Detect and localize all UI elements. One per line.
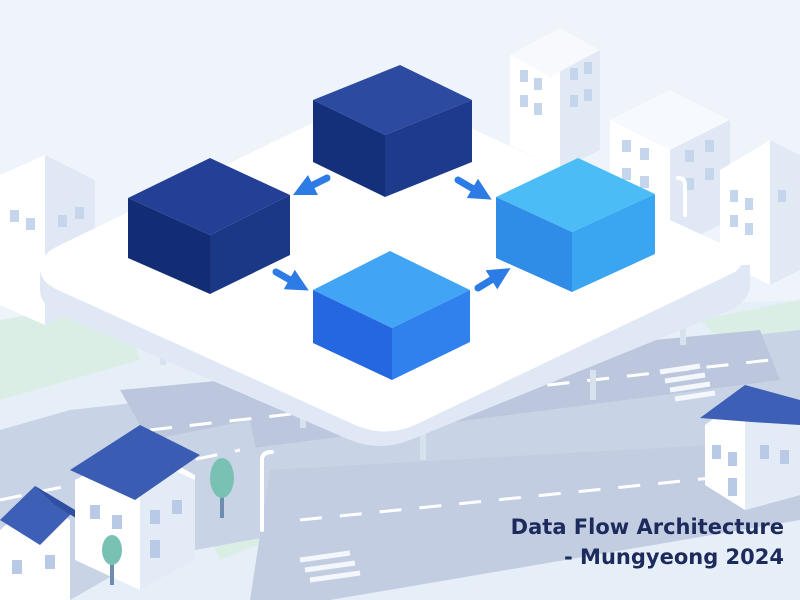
building-back-center	[510, 28, 600, 170]
tree-bottom-left	[102, 535, 122, 585]
street-lamp-left	[260, 450, 274, 532]
flow-arrow-bottom-to-right	[474, 268, 511, 292]
flow-arrows	[272, 174, 511, 292]
left-node	[128, 158, 290, 294]
house-front-left	[0, 486, 95, 600]
flow-arrow-left-to-bottom	[272, 268, 309, 291]
building-right-far	[720, 140, 800, 285]
diagram-title-line-1: Data Flow Architecture	[510, 515, 784, 539]
bottom-node	[313, 251, 470, 380]
tree-left	[210, 458, 234, 518]
right-node	[496, 158, 655, 292]
crosswalk	[299, 363, 716, 583]
flow-arrow-top-to-right	[454, 176, 492, 200]
flow-arrow-top-to-left	[292, 174, 331, 196]
top-node	[313, 65, 472, 197]
house-right	[700, 385, 800, 510]
diagram-title-line-2: - Mungyeong 2024	[564, 545, 784, 569]
diagram-title: Data Flow Architecture - Mungyeong 2024	[474, 512, 784, 572]
street-lamp-right	[676, 176, 687, 217]
